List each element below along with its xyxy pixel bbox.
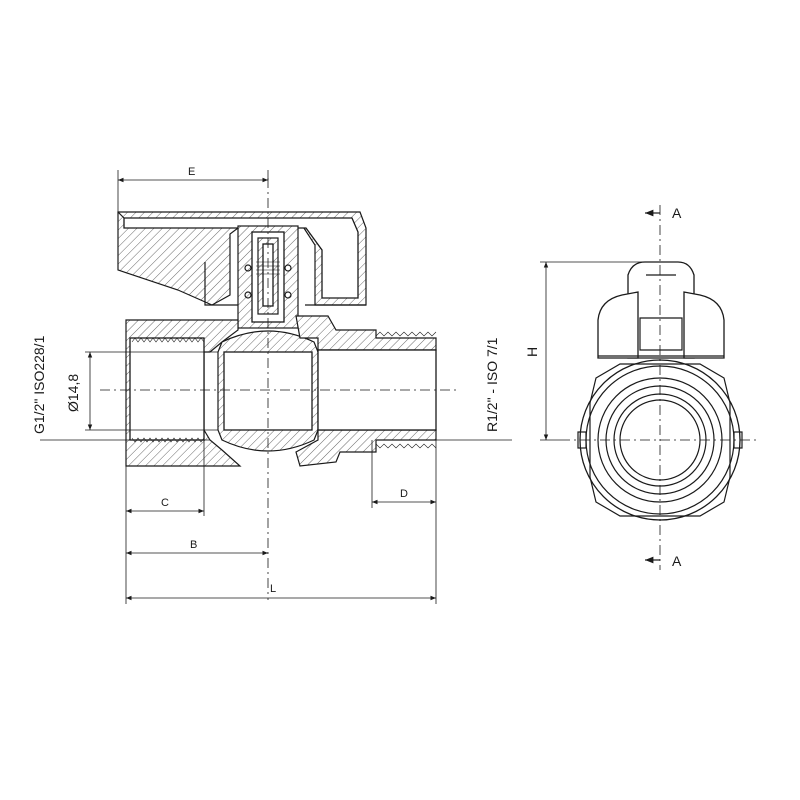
valve-body-right [295,315,437,467]
outlet-thread-callout: R1/2" - ISO 7/1 [436,337,512,441]
dimension-e: E [117,166,269,212]
dimension-c: C [125,440,205,604]
dimension-d-label: D [400,488,408,500]
dimension-diameter-label: Ø14,8 [65,374,81,412]
dimension-e-label: E [188,166,195,178]
front-view: A A H [524,205,760,570]
section-marker-top: A [645,205,682,221]
inlet-thread-label: G1/2" ISO228/1 [31,335,47,434]
inlet-thread-callout: G1/2" ISO228/1 [31,335,210,441]
dimension-l: L [126,440,437,604]
dimension-d: D [371,440,436,508]
dimension-b: B [126,539,268,556]
dimension-l-label: L [270,583,276,595]
valve-body-left [125,319,242,467]
front-handle [597,261,725,359]
section-marker-bottom: A [645,553,682,569]
dimension-h: H [524,261,660,441]
side-section-view: E C B L D Ø14 [31,166,512,604]
dimension-diameter: Ø14,8 [65,351,218,431]
dimension-b-label: B [190,539,197,551]
section-label-top: A [672,205,682,221]
dimension-c-label: C [161,497,169,509]
butterfly-handle [117,211,367,306]
dimension-h-label: H [524,347,540,357]
section-label-bottom: A [672,553,682,569]
outlet-thread-label: R1/2" - ISO 7/1 [484,337,500,432]
